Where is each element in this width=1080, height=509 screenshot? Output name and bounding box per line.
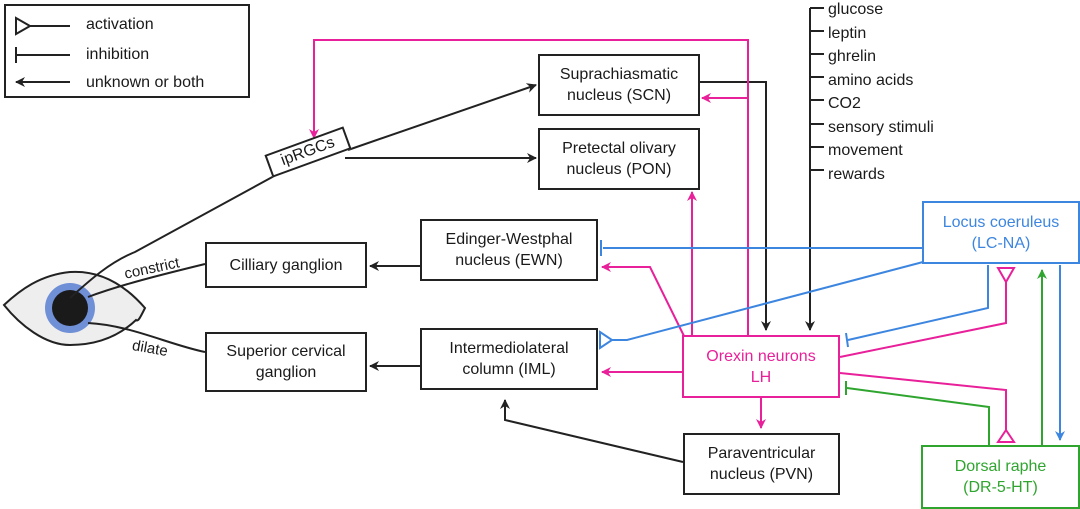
input-signal: rewards: [828, 165, 885, 183]
legend-unknown-label: unknown or both: [86, 74, 205, 91]
input-signal: CO2: [828, 95, 861, 112]
node-locus-coeruleus: Locus coeruleus (LC-NA): [922, 201, 1080, 264]
input-signal: movement: [828, 142, 903, 159]
legend-inhibition-label: inhibition: [86, 46, 150, 63]
node-dorsal-raphe: Dorsal raphe (DR-5-HT): [921, 445, 1080, 509]
eye-icon: [2, 270, 147, 347]
node-orexin-neurons: Orexin neurons LH: [682, 335, 840, 398]
node-superior-cervical-ganglion: Superior cervical ganglion: [205, 332, 367, 392]
node-pon: Pretectal olivary nucleus (PON): [538, 128, 700, 190]
node-ewn: Edinger-Westphal nucleus (EWN): [420, 219, 598, 281]
input-signal: amino acids: [828, 71, 914, 89]
input-signal: ghrelin: [828, 48, 877, 65]
input-signal: sensory stimuli: [828, 118, 934, 136]
node-scn: Suprachiasmatic nucleus (SCN): [538, 54, 700, 116]
legend-activation-symbol: [15, 16, 70, 36]
node-pvn: Paraventricular nucleus (PVN): [683, 433, 840, 495]
legend-activation-label: activation: [86, 16, 154, 33]
input-signal: leptin: [828, 24, 867, 42]
legend: activation inhibition unknown or both: [4, 4, 250, 98]
node-ciliary-ganglion: Cilliary ganglion: [205, 242, 367, 288]
input-signal: glucose: [828, 1, 884, 18]
input-signals-list: glucose leptin ghrelin amino acids CO2 s…: [828, 0, 934, 186]
node-iml: Intermediolateral column (IML): [420, 328, 598, 390]
legend-inhibition-symbol: [15, 47, 70, 63]
